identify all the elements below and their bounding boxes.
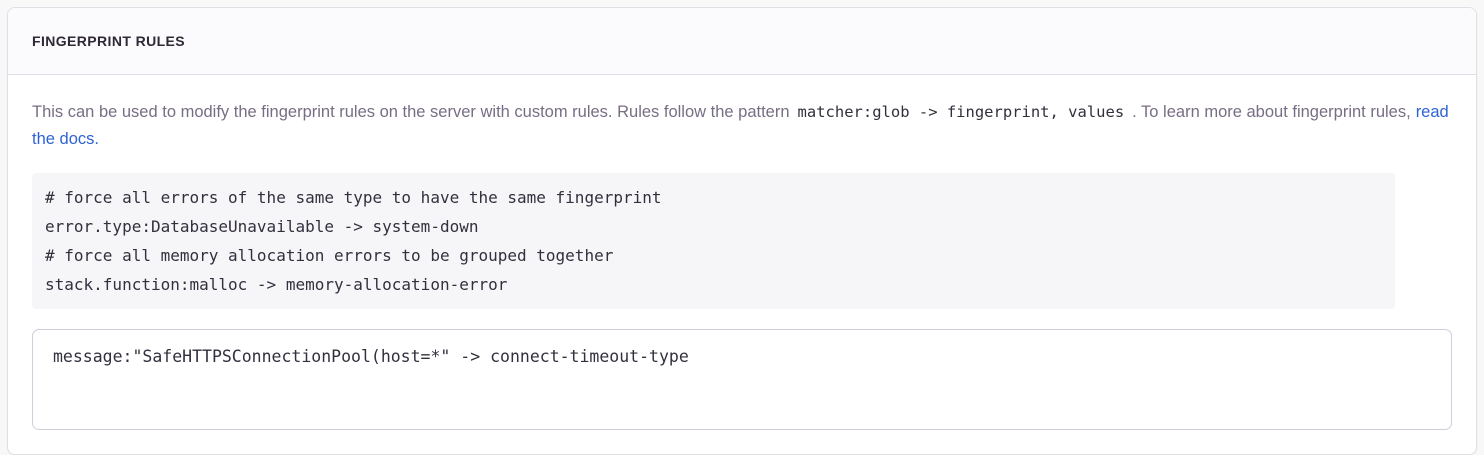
fingerprint-rules-input[interactable]: message:"SafeHTTPSConnectionPool(host=*"… <box>32 329 1452 430</box>
read-the-docs-link[interactable]: read the docs. <box>32 103 1449 148</box>
panel-description: This can be used to modify the fingerpri… <box>32 99 1452 153</box>
description-text-tail: . To learn more about fingerprint rules, <box>1132 103 1411 121</box>
example-rules-code: # force all errors of the same type to h… <box>32 173 1395 309</box>
fingerprint-rules-panel: FINGERPRINT RULES This can be used to mo… <box>7 7 1477 455</box>
panel-header: FINGERPRINT RULES <box>8 8 1476 75</box>
description-text-lead: This can be used to modify the fingerpri… <box>32 103 790 121</box>
panel-title: FINGERPRINT RULES <box>32 33 186 49</box>
panel-body: This can be used to modify the fingerpri… <box>8 75 1476 454</box>
pattern-inline-code: matcher:glob -> fingerprint, values <box>797 103 1125 121</box>
